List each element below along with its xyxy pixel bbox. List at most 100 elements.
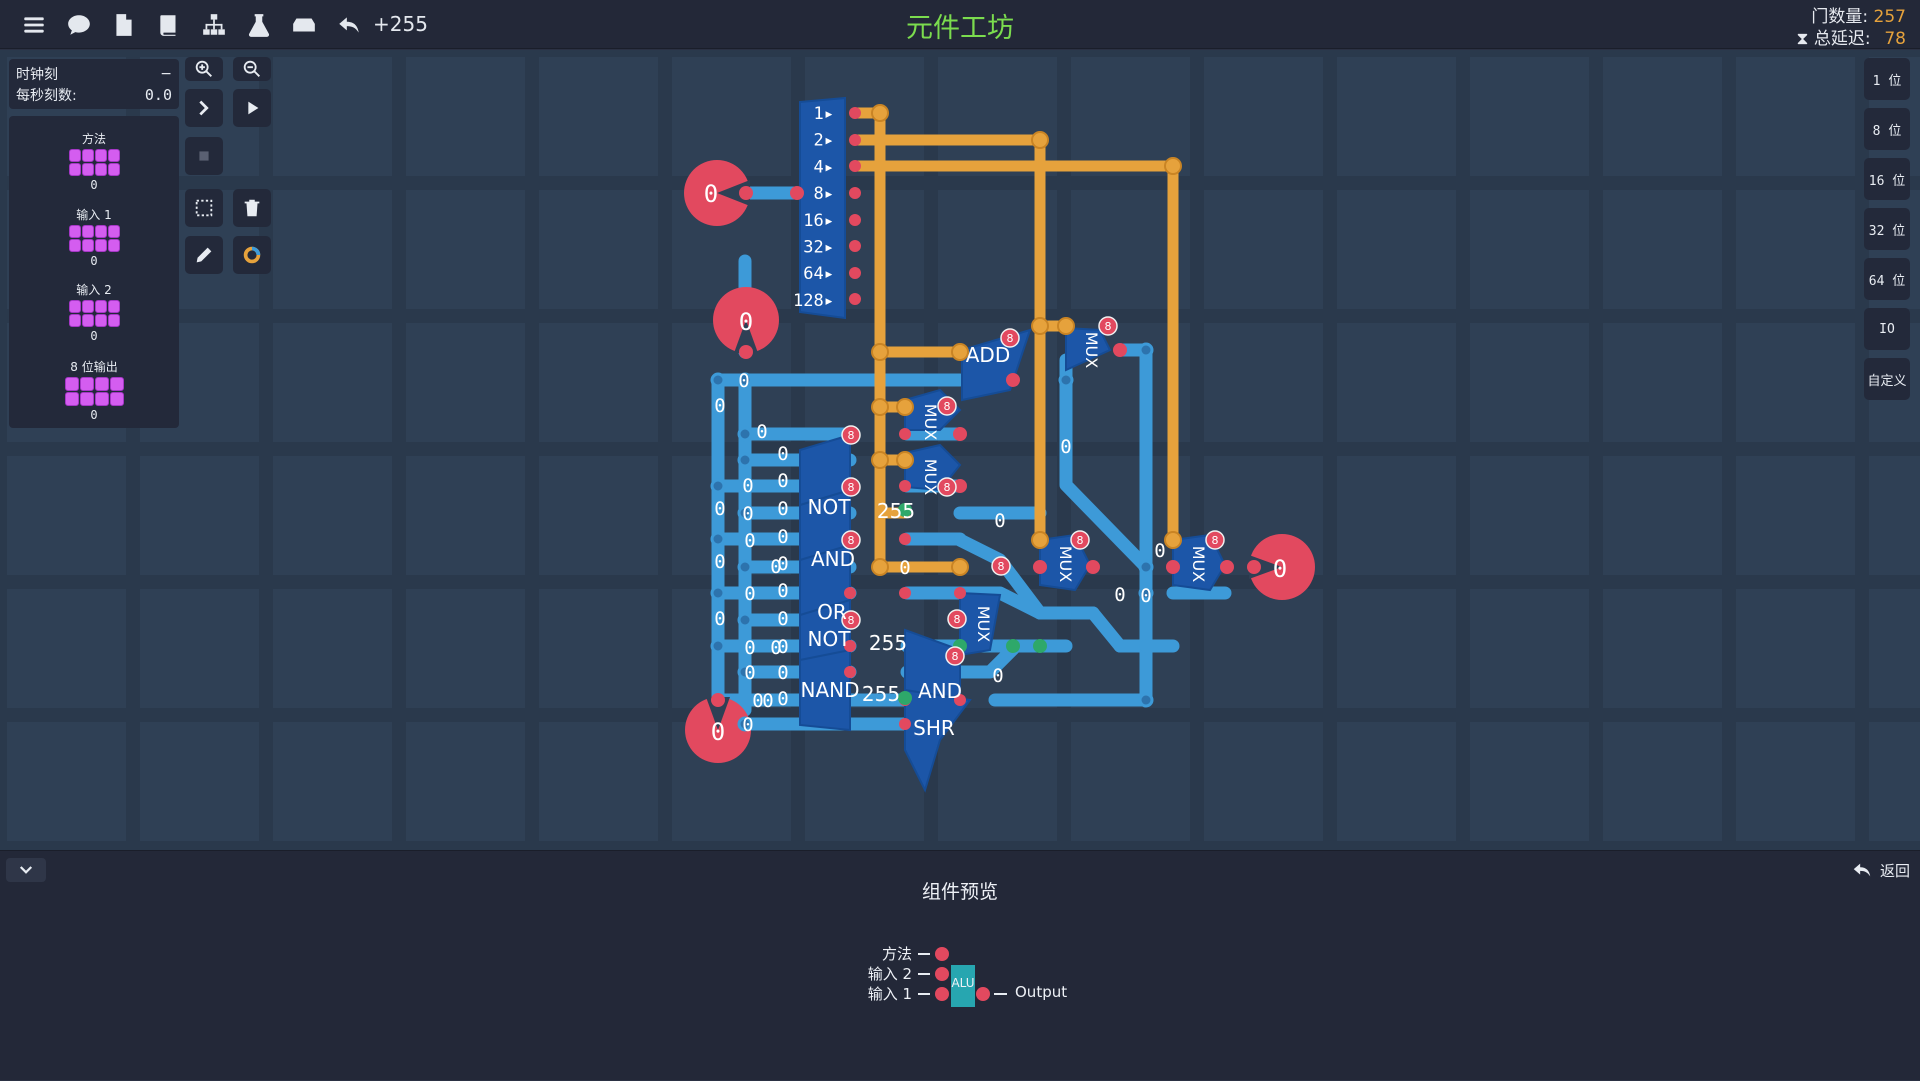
bit-width-8-button[interactable]: 8 位	[1864, 108, 1910, 150]
back-button[interactable]: 返回	[1850, 859, 1910, 881]
grid-background	[0, 50, 1920, 850]
delay-stat: ⧗ 总延迟: 78	[1797, 24, 1906, 49]
ssd-icon[interactable]	[288, 9, 320, 41]
wire-value: 0	[1154, 540, 1165, 562]
delete-button[interactable]	[233, 189, 271, 227]
gate-label: 255	[862, 682, 900, 706]
input-2-value: 0	[711, 718, 725, 746]
color-ring-icon	[243, 246, 261, 264]
splitter-bit-label: 32▸	[803, 238, 834, 258]
bit-width-64-button[interactable]: 64 位	[1864, 258, 1910, 300]
stop-button[interactable]	[185, 137, 223, 175]
gate-count-stat: 门数量: 257	[1811, 2, 1906, 27]
gate-label: MUX	[1082, 332, 1101, 369]
zoom-in-button[interactable]	[185, 57, 223, 81]
bit-width-1-button[interactable]: 1 位	[1864, 58, 1910, 100]
bus-width-label: 8	[1077, 534, 1084, 547]
splitter-bit-label: 64▸	[803, 264, 834, 284]
select-button[interactable]	[185, 189, 223, 227]
io-value-labels: 0 0 0 0	[704, 180, 1287, 746]
gate-label: MUX	[974, 606, 993, 643]
pencil-button[interactable]	[185, 236, 223, 274]
io-nodes[interactable]	[684, 160, 1315, 763]
port-value: 0	[90, 408, 98, 422]
back-label: 返回	[1879, 861, 1910, 880]
book-icon[interactable]	[153, 9, 185, 41]
undo-icon[interactable]	[333, 9, 365, 41]
flask-icon[interactable]	[243, 9, 275, 41]
chevron-right-icon	[199, 100, 209, 116]
wire-value: 0	[777, 470, 788, 492]
port-bits[interactable]	[9, 149, 179, 176]
collapse-preview-button[interactable]	[6, 858, 46, 882]
wire-value: 0	[777, 443, 788, 465]
gate-label: NOT	[808, 495, 852, 519]
zoom-out-button[interactable]	[233, 57, 271, 81]
wire-value: 0	[777, 498, 788, 520]
play-button[interactable]	[233, 89, 271, 127]
gate-label: AND	[811, 547, 855, 571]
input-1-value: 0	[739, 308, 753, 336]
wire-value: 0	[738, 370, 749, 392]
port-bits[interactable]	[9, 377, 179, 406]
chip-label: ALU	[951, 976, 974, 990]
selection-icon	[195, 199, 213, 217]
gate-count-label: 门数量:	[1811, 7, 1869, 27]
input-method-value: 0	[704, 180, 718, 208]
gate-label: SHR	[913, 716, 955, 740]
top-bar: +255 元件工坊 门数量: 257 ⧗ 总延迟: 78	[0, 0, 1920, 49]
chip-preview: ALU	[918, 947, 1007, 1007]
step-button[interactable]	[185, 89, 223, 127]
wire-value: 0	[777, 662, 788, 684]
splitter-bit-label: 1▸	[814, 104, 834, 124]
port-bits[interactable]	[9, 225, 179, 252]
wire-value: 0	[1060, 436, 1071, 458]
bus-width-label: 8	[848, 534, 855, 547]
port-value: 0	[90, 254, 98, 268]
pin-input-2-label: 输入 2	[867, 965, 912, 983]
port-input-1[interactable]: 输入 1 0	[9, 206, 179, 268]
port-method[interactable]: 方法 0	[9, 130, 179, 192]
clock-rate-value[interactable]: 0.0	[144, 85, 172, 104]
wire-value: 0	[714, 395, 725, 417]
bus-badges	[841, 316, 1225, 666]
bus-width-label: 8	[952, 650, 959, 663]
preview-title: 组件预览	[921, 881, 998, 903]
gate-label: ADD	[966, 343, 1010, 367]
wire-value: 0	[770, 637, 781, 659]
trash-icon	[244, 199, 260, 217]
port-label: 8 位输出	[70, 360, 118, 374]
io-button[interactable]: IO	[1864, 308, 1910, 350]
play-icon	[248, 101, 259, 115]
menu-icon[interactable]	[18, 9, 50, 41]
clock-collapse-button[interactable]: −	[160, 65, 172, 82]
port-bits[interactable]	[9, 300, 179, 327]
zoom-in-icon	[195, 60, 212, 77]
bit-width-16-button[interactable]: 16 位	[1864, 158, 1910, 200]
document-icon[interactable]	[108, 9, 140, 41]
alu-chip	[951, 965, 975, 1007]
wire-value: 0	[744, 637, 755, 659]
wire-value: 0	[714, 608, 725, 630]
custom-button[interactable]: 自定义	[1864, 358, 1910, 400]
chat-icon[interactable]	[63, 9, 95, 41]
bit-width-32-button[interactable]: 32 位	[1864, 208, 1910, 250]
orange-pins	[871, 104, 1182, 576]
port-input-2[interactable]: 输入 2 0	[9, 281, 179, 343]
hierarchy-icon[interactable]	[198, 9, 230, 41]
gate-label: 255	[869, 631, 907, 655]
port-label: 输入 1	[76, 208, 112, 222]
port-output[interactable]: 8 位输出 0	[9, 358, 179, 422]
wire-value: 0	[777, 688, 788, 710]
wire-value: 0	[762, 690, 773, 712]
color-button[interactable]	[233, 236, 271, 274]
port-label: 输入 2	[76, 283, 112, 297]
wire-value: 0	[899, 557, 910, 579]
wire-value: 0	[742, 475, 753, 497]
bus-width-label: 8	[944, 400, 951, 413]
